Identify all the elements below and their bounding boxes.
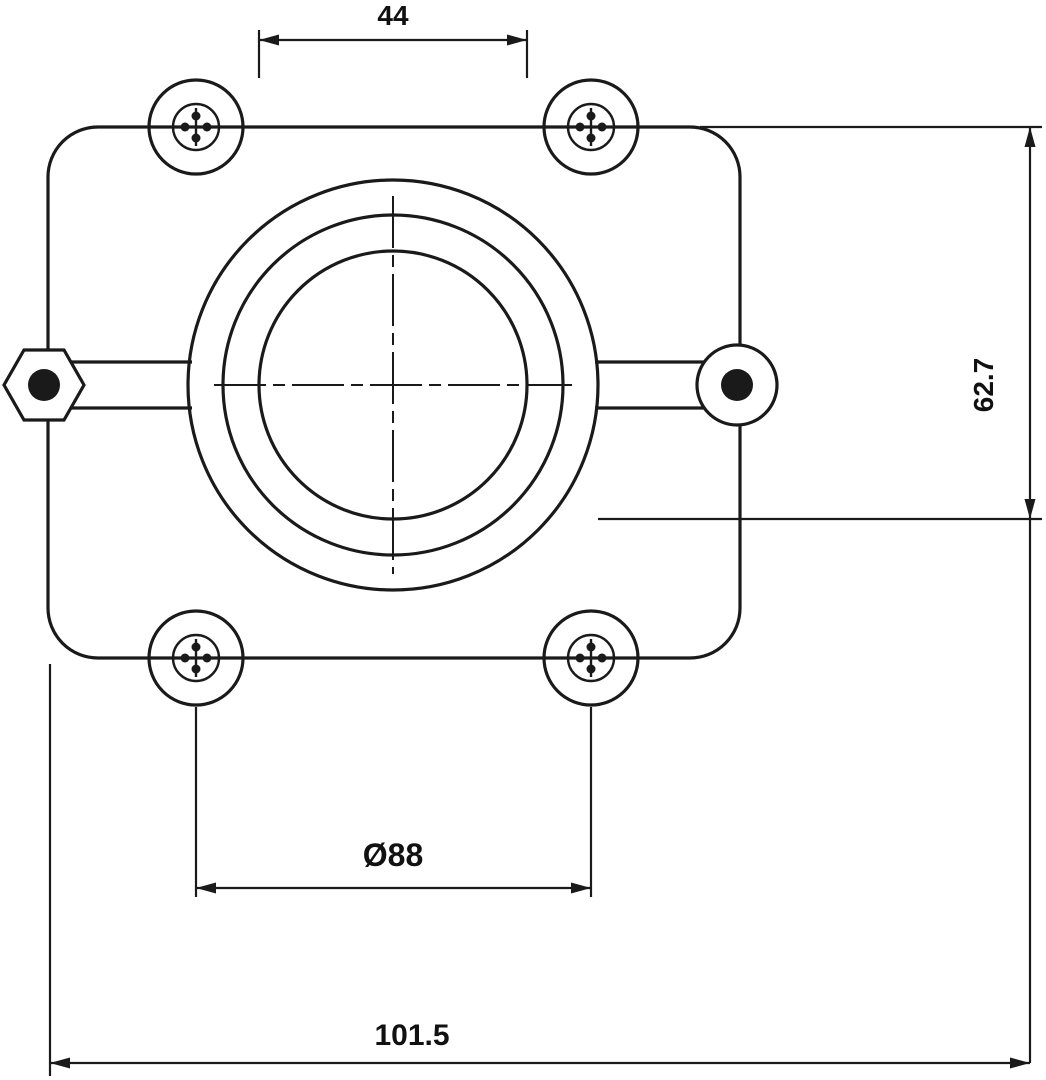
bolt-dot bbox=[180, 122, 190, 132]
bolt-inner-circle bbox=[171, 102, 221, 152]
bolt-hole-top-right bbox=[542, 78, 640, 176]
arrowhead-left bbox=[259, 34, 279, 46]
left-lug bbox=[2, 348, 86, 422]
arrowhead-right bbox=[571, 882, 591, 894]
bolt-hole-bottom-left bbox=[147, 609, 245, 707]
bolt-outer-circle bbox=[542, 609, 640, 707]
bolt-outer-circle bbox=[542, 78, 640, 176]
bolt-outer-circle bbox=[147, 78, 245, 176]
bolt-dot bbox=[586, 133, 596, 143]
bolt-dot bbox=[586, 642, 596, 652]
dimension-label-bottom: 101.5 bbox=[374, 1019, 449, 1052]
right-lug bbox=[695, 343, 779, 427]
dimension-label-right: 62.7 bbox=[968, 358, 999, 413]
bolt-dot bbox=[191, 133, 201, 143]
bolt-dot bbox=[586, 111, 596, 121]
bolt-dot bbox=[202, 653, 212, 663]
bolt-hole-top-left bbox=[147, 78, 245, 176]
dimension-right-height: 62.7 bbox=[598, 125, 1042, 1063]
arrowhead-left bbox=[50, 1057, 70, 1069]
bolt-dot bbox=[180, 653, 190, 663]
dimension-label-inner: Ø88 bbox=[363, 837, 423, 873]
arrowhead-right bbox=[1010, 1057, 1030, 1069]
central-bore bbox=[186, 178, 600, 592]
dimension-top-width: 44 bbox=[257, 0, 529, 78]
dimension-label-top: 44 bbox=[377, 0, 409, 31]
arrowhead-right bbox=[507, 34, 527, 46]
bolt-outer-circle bbox=[147, 609, 245, 707]
right-lug-center-dot bbox=[721, 369, 753, 401]
left-lug-center-dot bbox=[28, 369, 60, 401]
bore-outer-ring bbox=[186, 178, 600, 592]
arrowhead-up bbox=[1024, 127, 1036, 147]
dimension-overall-width: 101.5 bbox=[48, 664, 1030, 1076]
bolt-inner-circle bbox=[171, 633, 221, 683]
bolt-dot bbox=[191, 642, 201, 652]
bolt-dot bbox=[191, 111, 201, 121]
bolt-hole-bottom-right bbox=[542, 609, 640, 707]
bolt-dot bbox=[575, 122, 585, 132]
arrowhead-down bbox=[1024, 499, 1036, 519]
bolt-dot bbox=[202, 122, 212, 132]
bolt-dot bbox=[597, 653, 607, 663]
dimension-inner-span: Ø88 bbox=[194, 707, 593, 897]
arrowhead-left bbox=[196, 882, 216, 894]
bolt-dot bbox=[597, 122, 607, 132]
bolt-inner-circle bbox=[566, 102, 616, 152]
bolt-dot bbox=[586, 664, 596, 674]
bolt-inner-circle bbox=[566, 633, 616, 683]
bolt-dot bbox=[191, 664, 201, 674]
bolt-dot bbox=[575, 653, 585, 663]
